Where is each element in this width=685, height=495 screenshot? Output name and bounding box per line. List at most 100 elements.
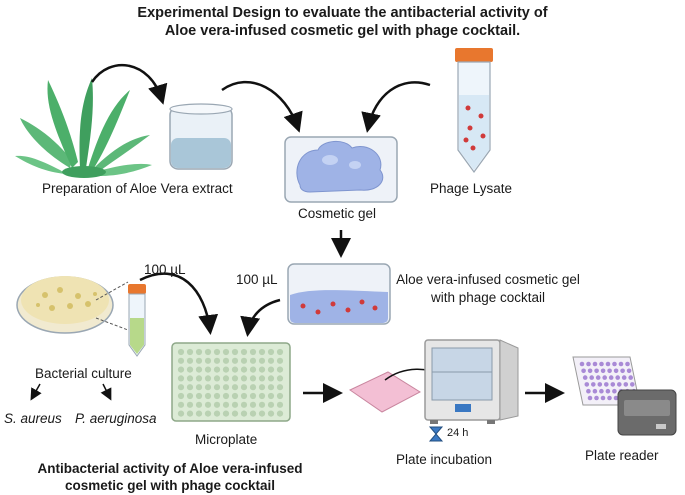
incubator-icon — [424, 339, 519, 424]
reader-plate-well — [600, 368, 606, 374]
microplate-well — [186, 392, 194, 400]
microplate-well — [231, 384, 239, 391]
label-s-aureus: S. aureus — [4, 411, 62, 426]
reader-plate-well — [630, 382, 635, 387]
arrow-aloe-to-beaker — [90, 64, 168, 105]
microplate-well — [276, 348, 284, 356]
microplate-well — [213, 366, 221, 373]
microplate-well — [276, 366, 284, 373]
label-bacterial-culture: Bacterial culture — [35, 366, 132, 381]
bacterial-culture-tube-icon — [128, 284, 146, 357]
microplate-well — [267, 366, 275, 373]
reader-plate-well — [623, 382, 629, 387]
label-plate-reader: Plate reader — [585, 448, 659, 463]
reader-plate-well — [615, 375, 620, 380]
diagram-title-line1: Experimental Design to evaluate the anti… — [137, 5, 548, 21]
microplate-well — [249, 357, 257, 364]
footer-line2: cosmetic gel with phage cocktail — [64, 478, 276, 493]
reader-plate-well — [594, 395, 599, 401]
reader-plate-well — [595, 375, 601, 380]
microplate-well — [276, 384, 284, 391]
microplate-well — [213, 401, 221, 408]
microplate-well — [213, 384, 221, 391]
microplate-well — [276, 392, 284, 400]
microplate-well — [195, 357, 203, 364]
microplate-well — [195, 348, 203, 356]
arrow-phage-to-gel — [361, 81, 431, 133]
aloe-plant-icon — [15, 78, 152, 178]
microplate-well — [240, 375, 248, 382]
microplate-well — [195, 401, 203, 408]
microplate-well — [240, 384, 248, 391]
arrow-beaker-to-gel — [221, 80, 303, 133]
footer-line1: Antibacterial activity of Aloe vera-infu… — [37, 461, 303, 476]
reader-plate-well — [602, 375, 607, 380]
microplate-well — [222, 384, 230, 391]
reader-plate-well — [592, 388, 598, 394]
microplate-well — [258, 375, 266, 382]
reader-plate-well — [625, 361, 630, 367]
reader-plate-well — [626, 368, 632, 374]
reader-plate-well — [607, 368, 612, 374]
phage-lysate-tube-icon — [455, 48, 493, 174]
microplate-well — [258, 348, 266, 356]
reader-plate-well — [605, 361, 611, 367]
microplate-well — [258, 410, 266, 417]
microplate-well — [186, 384, 194, 391]
cosmetic-gel-dish-icon — [284, 136, 398, 203]
microplate-well — [186, 357, 194, 364]
microplate-well — [204, 348, 212, 356]
microplate-well — [258, 366, 266, 373]
plate-reader-icon — [572, 356, 677, 436]
reader-plate-well — [610, 382, 616, 387]
microplate-well — [231, 366, 239, 373]
diagram-title-line2: Aloe vera-infused cosmetic gel with phag… — [164, 23, 521, 39]
reader-plate-well — [600, 395, 606, 401]
microplate-well — [186, 366, 194, 373]
reader-plate-well — [613, 395, 619, 401]
reader-plate-well — [628, 375, 633, 380]
petri-tube-connector — [95, 281, 129, 301]
reader-plate-well — [582, 375, 588, 380]
label-plate-incubation: Plate incubation — [396, 452, 493, 467]
microplate-well — [222, 375, 230, 382]
microplate-well — [186, 410, 194, 417]
infused-gel-dish-icon — [287, 263, 391, 325]
reader-plate-well — [620, 368, 625, 374]
reader-plate-well — [597, 382, 603, 387]
label-volume-left: 100 µL — [144, 262, 186, 277]
label-incubation-time: 24 h — [447, 427, 469, 439]
microplate-well — [177, 401, 185, 408]
microplate-well — [267, 410, 275, 417]
reader-plate-well — [592, 361, 598, 367]
microplate-well — [258, 401, 266, 408]
microplate-well — [177, 392, 185, 400]
microplate-well — [249, 366, 257, 373]
petri-dish-icon — [16, 276, 114, 334]
microplate-well — [267, 357, 275, 364]
beaker-icon — [169, 103, 233, 170]
reader-plate-well — [618, 361, 624, 367]
microplate-well — [213, 375, 221, 382]
arrow-culture-to-microplate — [139, 272, 219, 335]
label-volume-right: 100 µL — [236, 272, 278, 287]
microplate-well — [240, 348, 248, 356]
microplate-well — [249, 384, 257, 391]
reader-plate-well — [612, 388, 617, 394]
microplate-well — [249, 375, 257, 382]
petri-tube-connector-2 — [95, 317, 129, 331]
microplate-well — [276, 375, 284, 382]
reader-plate-well — [612, 361, 617, 367]
reader-plate-well — [599, 361, 604, 367]
microplate-well — [204, 401, 212, 408]
microplate-well — [186, 401, 194, 408]
microplate-well — [258, 357, 266, 364]
reader-plate-well — [613, 368, 619, 374]
microplate-well — [240, 357, 248, 364]
microplate-well — [177, 375, 185, 382]
microplate-icon — [171, 342, 291, 422]
microplate-well — [177, 384, 185, 391]
microplate-well — [249, 401, 257, 408]
microplate-well — [213, 357, 221, 364]
arrow-to-s-aureus — [30, 383, 42, 401]
